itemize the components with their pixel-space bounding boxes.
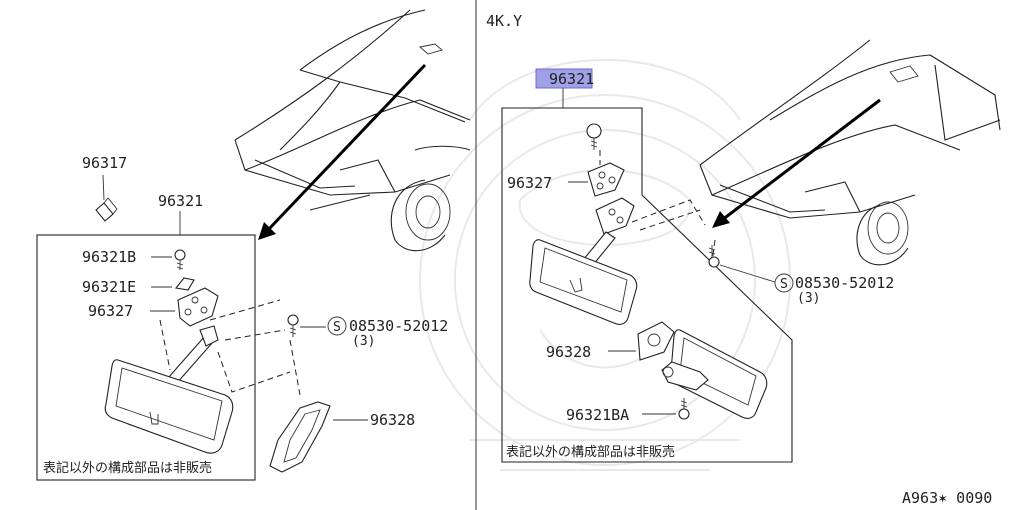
location-arrow-right bbox=[721, 98, 881, 222]
label-96317: 96317 bbox=[82, 154, 127, 172]
screw-mark-circle-right bbox=[774, 273, 794, 293]
label-96321BA: 96321BA bbox=[566, 406, 629, 424]
figure-code: A963✶ 0090 bbox=[902, 489, 992, 507]
highlight-96321 bbox=[535, 68, 593, 89]
label-96321B: 96321B bbox=[82, 248, 136, 266]
label-screw-qty-left: (3) bbox=[352, 334, 375, 349]
label-96328-left: 96328 bbox=[370, 411, 415, 429]
left-panel: 96317 96321 96321B 96321E 96327 bbox=[36, 9, 471, 481]
location-arrow bbox=[266, 63, 427, 232]
screw-08530-right bbox=[708, 245, 776, 283]
arrow-head-right bbox=[712, 211, 730, 228]
right-assembly-box bbox=[501, 107, 793, 463]
label-96321-left: 96321 bbox=[158, 192, 203, 210]
label-96327-right: 96327 bbox=[507, 174, 552, 192]
clip-96321E bbox=[174, 277, 195, 291]
not-for-sale-note-left: 表記以外の構成部品は非販売 bbox=[43, 460, 212, 476]
screw-top-right bbox=[586, 123, 602, 150]
alignment-lines-left bbox=[159, 299, 301, 396]
label-screw-qty-right: (3) bbox=[797, 291, 820, 306]
mount-96327-right bbox=[587, 162, 625, 197]
label-96327-left: 96327 bbox=[88, 302, 133, 320]
car-front-illustration-right bbox=[699, 39, 1001, 266]
screw-96321B bbox=[174, 249, 186, 270]
screw-mark-circle-left bbox=[327, 316, 347, 336]
screw-96321BA bbox=[678, 398, 690, 420]
cover-96328-left bbox=[269, 401, 331, 473]
rearview-mirror-lower-right bbox=[661, 329, 768, 419]
label-08530-52012-left: 08530-52012 bbox=[349, 317, 448, 335]
alignment-lines-right bbox=[599, 150, 716, 263]
screw-08530-left bbox=[287, 314, 326, 337]
left-assembly-box bbox=[36, 234, 256, 481]
screw-mark-right: S bbox=[780, 277, 788, 292]
bulb-96317 bbox=[95, 174, 118, 222]
rearview-mirror-upper-right bbox=[529, 197, 638, 325]
mount-96327-left bbox=[177, 287, 219, 327]
cover-96328-right bbox=[637, 321, 675, 361]
label-08530-52012-right: 08530-52012 bbox=[795, 274, 894, 292]
label-96321E: 96321E bbox=[82, 278, 136, 296]
rearview-mirror-left bbox=[104, 325, 234, 454]
right-panel: 4K.Y 96321 96327 bbox=[486, 12, 1001, 463]
arrow-head bbox=[258, 222, 276, 240]
not-for-sale-note-right: 表記以外の構成部品は非販売 bbox=[506, 444, 675, 460]
car-front-illustration bbox=[234, 9, 471, 252]
label-96328-right: 96328 bbox=[546, 343, 591, 361]
variant-label: 4K.Y bbox=[486, 12, 522, 30]
label-96321-right: 96321 bbox=[549, 70, 594, 88]
screw-mark-left: S bbox=[333, 320, 341, 335]
